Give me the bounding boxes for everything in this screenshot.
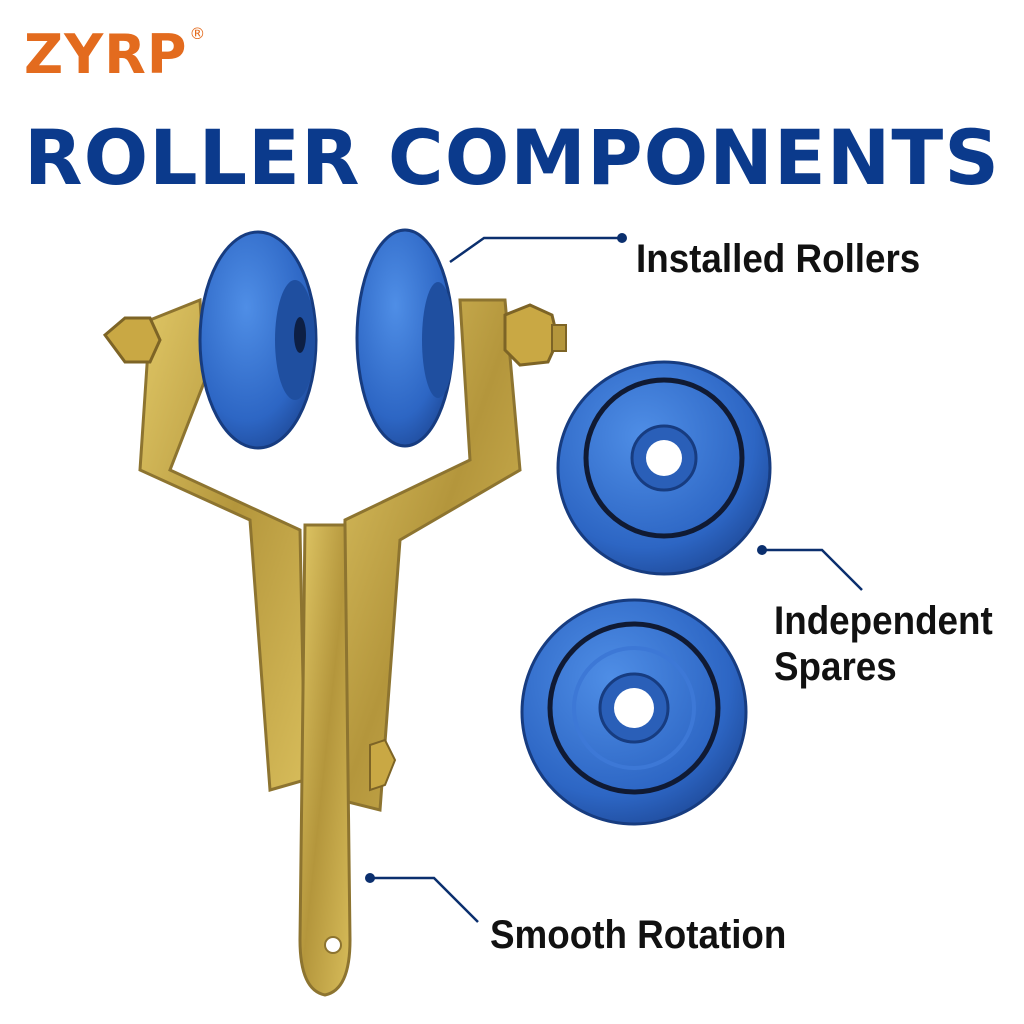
callout-installed-rollers: Installed Rollers: [636, 237, 921, 281]
spare-roller-wheel-icon: [556, 360, 772, 576]
brand-logo: ZYRP®: [24, 26, 206, 82]
callout-dot-rotation: [365, 873, 375, 883]
brand-name: ZYRP: [24, 23, 188, 86]
spare-roller-wheel-icon: [520, 598, 748, 826]
registered-mark: ®: [189, 24, 207, 43]
page-title: ROLLER COMPONENTS: [24, 113, 1000, 202]
callout-line-rotation: [370, 876, 479, 923]
callout-line-spares: [762, 548, 863, 591]
callout-line-installed: [449, 236, 622, 264]
callout-smooth-rotation: Smooth Rotation: [490, 913, 787, 957]
roller-bracket-assembly-icon: [102, 228, 567, 997]
callout-independent-spares: Independent Spares: [774, 599, 993, 689]
callout-dot-installed: [617, 233, 627, 243]
callout-dot-spares: [757, 545, 767, 555]
